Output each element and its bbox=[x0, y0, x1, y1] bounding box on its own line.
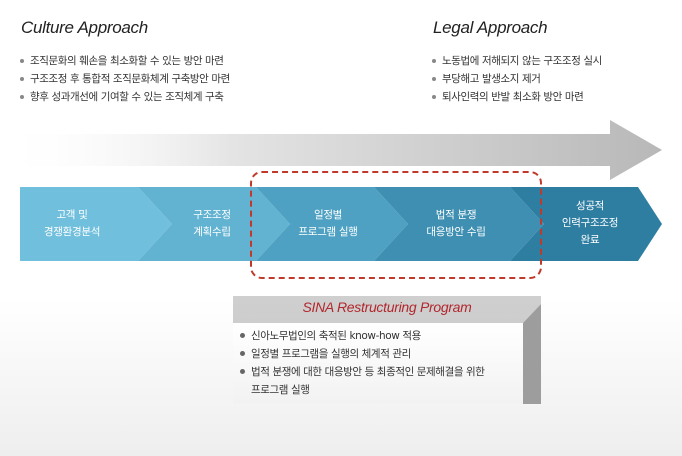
stage-5-label: 성공적 인력구조조정 완료 bbox=[538, 198, 642, 249]
sina-program-item-2-text: 일정별 프로그램을 실행의 체계적 관리 bbox=[251, 348, 411, 360]
stage-5-line-3: 완료 bbox=[580, 234, 600, 246]
stage-5-line-2: 인력구조조정 bbox=[561, 217, 619, 229]
culture-bullet-1: 조직문화의 훼손을 최소화할 수 있는 방안 마련 bbox=[19, 52, 230, 70]
sina-program-item-2: 일정별 프로그램을 실행의 체계적 관리 bbox=[239, 345, 485, 363]
stage-1-label: 고객 및 경쟁환경분석 bbox=[20, 207, 124, 241]
stage-4-shape bbox=[374, 187, 544, 261]
stage-4-line-2: 대응방안 수립 bbox=[426, 226, 486, 238]
stage-4-line-1: 법적 분쟁 bbox=[435, 209, 477, 221]
stage-4-label: 법적 분쟁 대응방안 수립 bbox=[404, 207, 508, 241]
culture-approach-title: Culture Approach bbox=[21, 18, 148, 37]
stage-3-line-1: 일정별 bbox=[313, 209, 343, 221]
stage-5-line-1: 성공적 bbox=[575, 200, 605, 212]
backdrop-arrow-shape bbox=[0, 120, 662, 180]
sina-program-item-1-text: 신아노무법인의 축적된 know-how 적용 bbox=[251, 330, 421, 342]
sina-program-item-3-text: 법적 분쟁에 대한 대응방안 등 최종적인 문제해결을 위한 bbox=[251, 366, 485, 378]
sina-box-right-bevel bbox=[523, 304, 541, 404]
program-highlight-box bbox=[250, 171, 542, 279]
stage-1-shape bbox=[20, 187, 172, 261]
stage-3-line-2: 프로그램 실행 bbox=[298, 226, 358, 238]
culture-bullet-2: 구조조정 후 통합적 조직문화체계 구축방안 마련 bbox=[19, 70, 230, 88]
sina-box-top-bevel bbox=[233, 296, 541, 323]
legal-bullet-2: 부당해고 발생소지 제거 bbox=[431, 70, 602, 88]
culture-bullet-3: 향후 성과개선에 기여할 수 있는 조직체계 구축 bbox=[19, 88, 230, 106]
backdrop-arrow bbox=[0, 120, 662, 180]
stage-3-label: 일정별 프로그램 실행 bbox=[276, 207, 380, 241]
stage-1-line-2: 경쟁환경분석 bbox=[43, 226, 101, 238]
sina-program-item-3: 법적 분쟁에 대한 대응방안 등 최종적인 문제해결을 위한 프로그램 실행 bbox=[239, 363, 485, 399]
legal-approach-bullets: 노동법에 저해되지 않는 구조조정 실시 부당해고 발생소지 제거 퇴사인력의 … bbox=[431, 52, 602, 106]
stage-2-label: 구조조정 계획수립 bbox=[160, 207, 264, 241]
sina-program-box-bevel bbox=[233, 296, 541, 404]
legal-approach-title: Legal Approach bbox=[433, 18, 548, 37]
stage-1-line-1: 고객 및 bbox=[56, 209, 88, 221]
sina-program-item-1: 신아노무법인의 축적된 know-how 적용 bbox=[239, 327, 485, 345]
legal-bullet-3: 퇴사인력의 반발 최소화 방안 마련 bbox=[431, 88, 602, 106]
stage-5-shape bbox=[510, 187, 662, 261]
sina-program-item-3-continuation: 프로그램 실행 bbox=[251, 384, 310, 396]
sina-program-list: 신아노무법인의 축적된 know-how 적용 일정별 프로그램을 실행의 체계… bbox=[239, 327, 485, 399]
stage-3-shape bbox=[256, 187, 408, 261]
process-chevrons bbox=[20, 187, 662, 261]
stage-2-line-1: 구조조정 bbox=[193, 209, 231, 221]
legal-bullet-1: 노동법에 저해되지 않는 구조조정 실시 bbox=[431, 52, 602, 70]
stage-2-line-2: 계획수립 bbox=[193, 226, 231, 238]
stage-2-shape bbox=[138, 187, 290, 261]
sina-program-title: SINA Restructuring Program bbox=[302, 299, 472, 315]
sina-program-content-panel bbox=[233, 323, 523, 404]
culture-approach-bullets: 조직문화의 훼손을 최소화할 수 있는 방안 마련 구조조정 후 통합적 조직문… bbox=[19, 52, 230, 106]
